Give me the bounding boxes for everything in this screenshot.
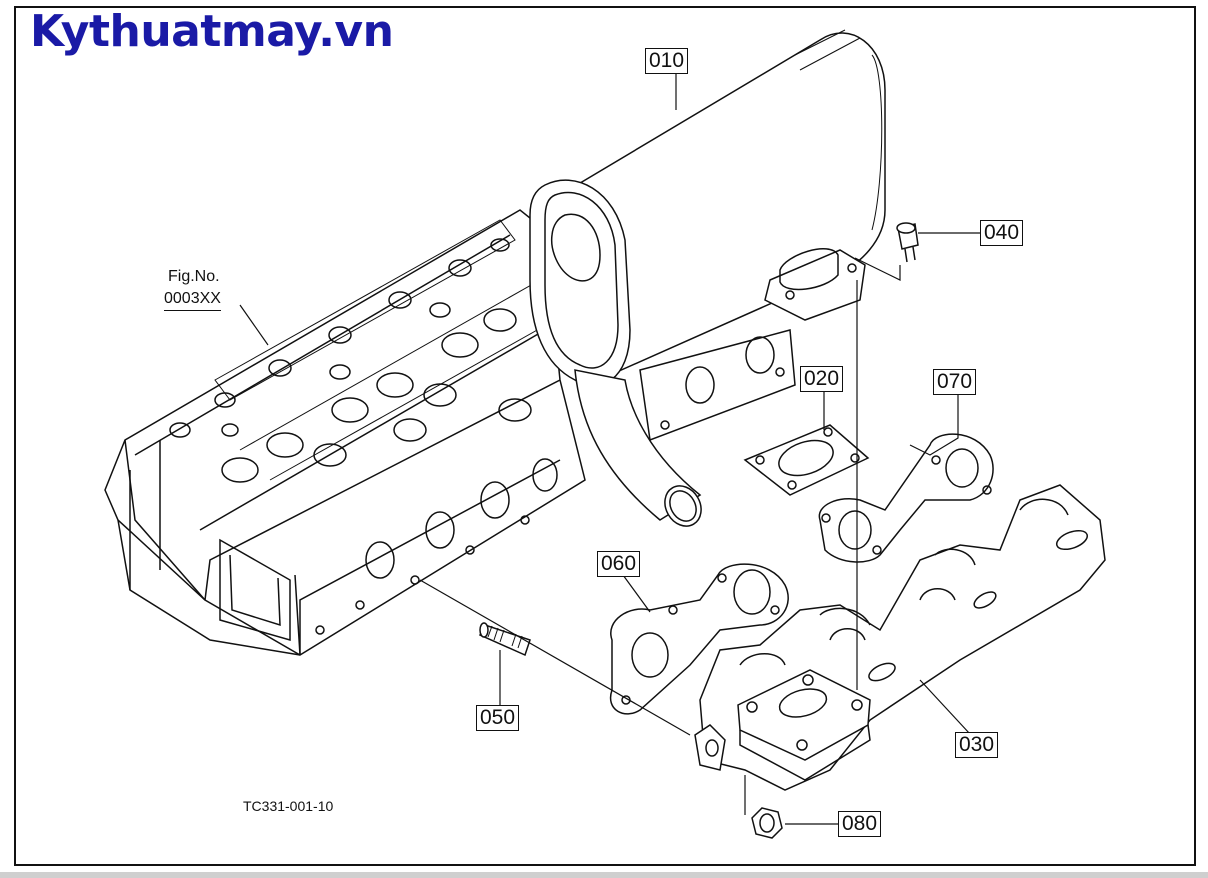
part-label-040: 040 xyxy=(980,220,1024,246)
gasket-060-drawing xyxy=(609,563,789,715)
part-label-080: 080 xyxy=(838,811,882,837)
gasket-070-drawing xyxy=(818,433,994,563)
brand-watermark: Kythuatmay.vn xyxy=(30,6,394,57)
part-label-050: 050 xyxy=(476,705,520,731)
drawing-code: TC331-001-10 xyxy=(243,798,334,814)
exhaust-manifold-drawing xyxy=(694,484,1106,791)
part-label-030: 030 xyxy=(955,732,999,758)
nut-drawing xyxy=(751,807,783,839)
stud-drawing xyxy=(478,622,531,657)
figure-reference-label: Fig.No. xyxy=(168,268,220,285)
part-label-070: 070 xyxy=(933,369,977,395)
cylinder-head-drawing xyxy=(104,209,586,656)
figure-reference-number: 0003XX xyxy=(164,290,221,311)
muffler-drawing xyxy=(529,29,886,527)
part-label-060: 060 xyxy=(597,551,641,577)
gasket-square-drawing xyxy=(743,424,870,496)
bolt-drawing xyxy=(896,222,919,263)
bottom-edge-strip xyxy=(0,872,1208,878)
part-label-020: 020 xyxy=(800,366,844,392)
part-label-010: 010 xyxy=(645,48,689,74)
leader-lines xyxy=(239,72,980,825)
